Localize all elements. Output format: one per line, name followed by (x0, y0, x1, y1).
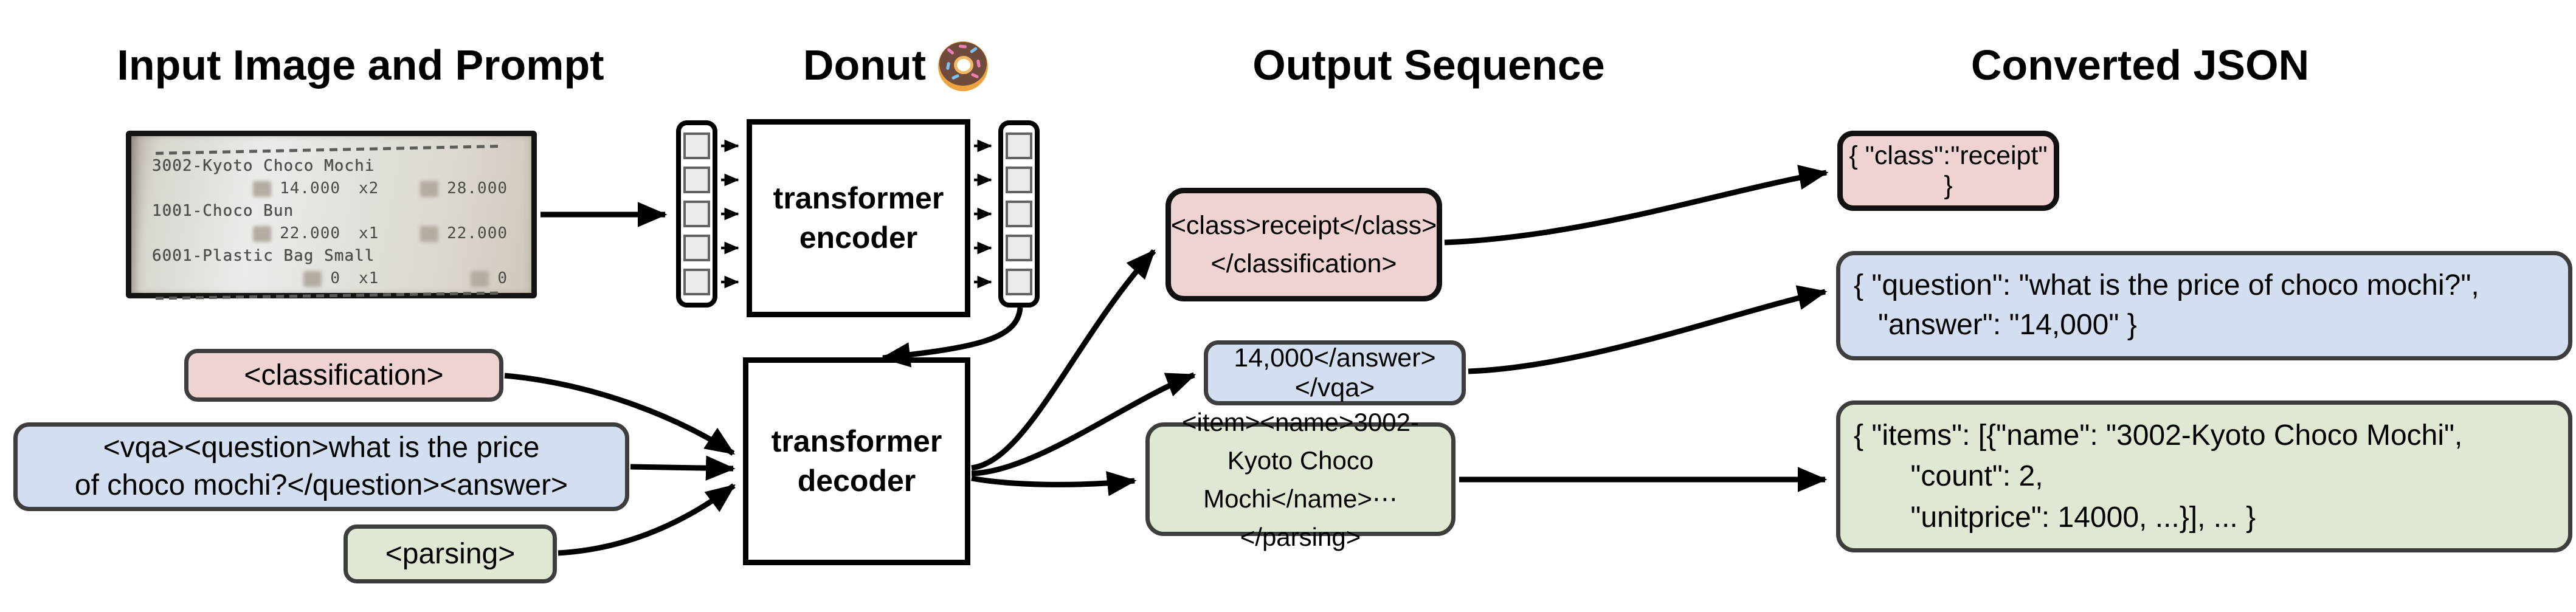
receipt-qty: x2 (359, 179, 379, 198)
image-patch (683, 201, 710, 227)
json-vqa-text: { "question": "what is the price of choc… (1854, 269, 2479, 341)
receipt-price: 14.000 (280, 179, 340, 198)
embedding-patch (1006, 235, 1032, 261)
json-classification-text: { "class":"receipt" } (1849, 141, 2055, 200)
arrow-classification-output-to-json (1444, 165, 1829, 246)
arrow-vqa-output-to-json (1468, 285, 1828, 374)
redaction-blur (253, 225, 272, 242)
image-patch (683, 132, 710, 159)
receipt-image: 3002-Kyoto Choco Mochi 14.000 x2 28.000 … (126, 131, 537, 300)
prompt-classification-text: <classification> (244, 359, 444, 391)
transformer-decoder-block: transformer decoder (743, 357, 970, 565)
arrow-vqa-to-decoder (630, 455, 736, 481)
receipt-total: 22.000 (447, 224, 508, 242)
redaction-blur (420, 225, 439, 242)
encoder-label: transformer encoder (773, 181, 944, 255)
receipt-item-amounts: 0 x1 0 (152, 267, 520, 290)
embedding-patch (1006, 201, 1032, 227)
embedding-patch (1006, 167, 1032, 193)
output-classification: <class>receipt</class> </classification> (1165, 188, 1442, 301)
column-title-input: Input Image and Prompt (87, 38, 634, 92)
json-title-text: Converted JSON (1970, 41, 2310, 89)
output-embedding-column (998, 120, 1040, 308)
redaction-blur (471, 270, 489, 287)
receipt-dashed-line (156, 145, 499, 155)
json-classification: { "class":"receipt" } (1837, 131, 2059, 211)
receipt-item-name: 3002-Kyoto Choco Mochi (152, 157, 375, 175)
receipt-item-name: 6001-Plastic Bag Small (152, 247, 375, 265)
prompt-classification: <classification> (184, 349, 503, 402)
receipt-dashed-line (155, 291, 499, 300)
output-vqa-text: 14,000</answer></vqa> (1234, 343, 1436, 402)
redaction-blur (420, 181, 439, 197)
redaction-blur (303, 270, 322, 287)
prompt-parsing-text: <parsing> (385, 538, 516, 570)
decoder-label: transformer decoder (771, 424, 942, 498)
image-patch (683, 167, 710, 193)
column-title-output: Output Sequence (1216, 38, 1642, 92)
prompt-vqa: <vqa><question>what is the price of choc… (13, 422, 629, 511)
output-title-text: Output Sequence (1252, 41, 1605, 89)
arrow-decoder-to-parsing-output (971, 471, 1137, 497)
input-patch-column (676, 120, 717, 308)
receipt-qty: x1 (359, 269, 379, 287)
embedding-patch (1006, 269, 1032, 295)
image-patch (683, 269, 710, 295)
receipt-price: 0 (330, 269, 340, 287)
receipt-item-name: 1001-Choco Bun (152, 202, 294, 220)
json-parsing: { "items": [{"name": "3002-Kyoto Choco M… (1836, 401, 2572, 552)
output-parsing: <item><name>3002-Kyoto Choco Mochi</name… (1145, 408, 1455, 551)
model-title-text: Donut (803, 41, 927, 89)
receipt-item-amounts: 14.000 x2 28.000 (152, 177, 520, 200)
redaction-blur (253, 181, 272, 197)
prompt-vqa-text: <vqa><question>what is the price of choc… (74, 431, 568, 501)
receipt-price: 22.000 (280, 224, 340, 242)
receipt-qty: x1 (359, 224, 379, 242)
json-parsing-text: { "items": [{"name": "3002-Kyoto Choco M… (1854, 419, 2463, 534)
receipt-total: 28.000 (447, 179, 508, 198)
input-title-text: Input Image and Prompt (117, 41, 604, 89)
column-title-model: Donut (713, 38, 1078, 92)
receipt-item-amounts: 22.000 x1 22.000 (152, 222, 520, 245)
image-patch (683, 235, 710, 261)
output-classification-text: <class>receipt</class> </classification> (1170, 211, 1437, 278)
donut-emoji-icon (938, 41, 989, 91)
output-parsing-text: <item><name>3002-Kyoto Choco Mochi</name… (1182, 407, 1419, 551)
embedding-patch (1006, 132, 1032, 159)
json-vqa: { "question": "what is the price of choc… (1836, 251, 2572, 360)
transformer-encoder-block: transformer encoder (747, 119, 970, 317)
output-vqa: 14,000</answer></vqa> (1204, 340, 1466, 405)
receipt-total: 0 (497, 269, 508, 287)
prompt-parsing: <parsing> (344, 524, 557, 583)
column-title-json: Converted JSON (1927, 38, 2353, 92)
